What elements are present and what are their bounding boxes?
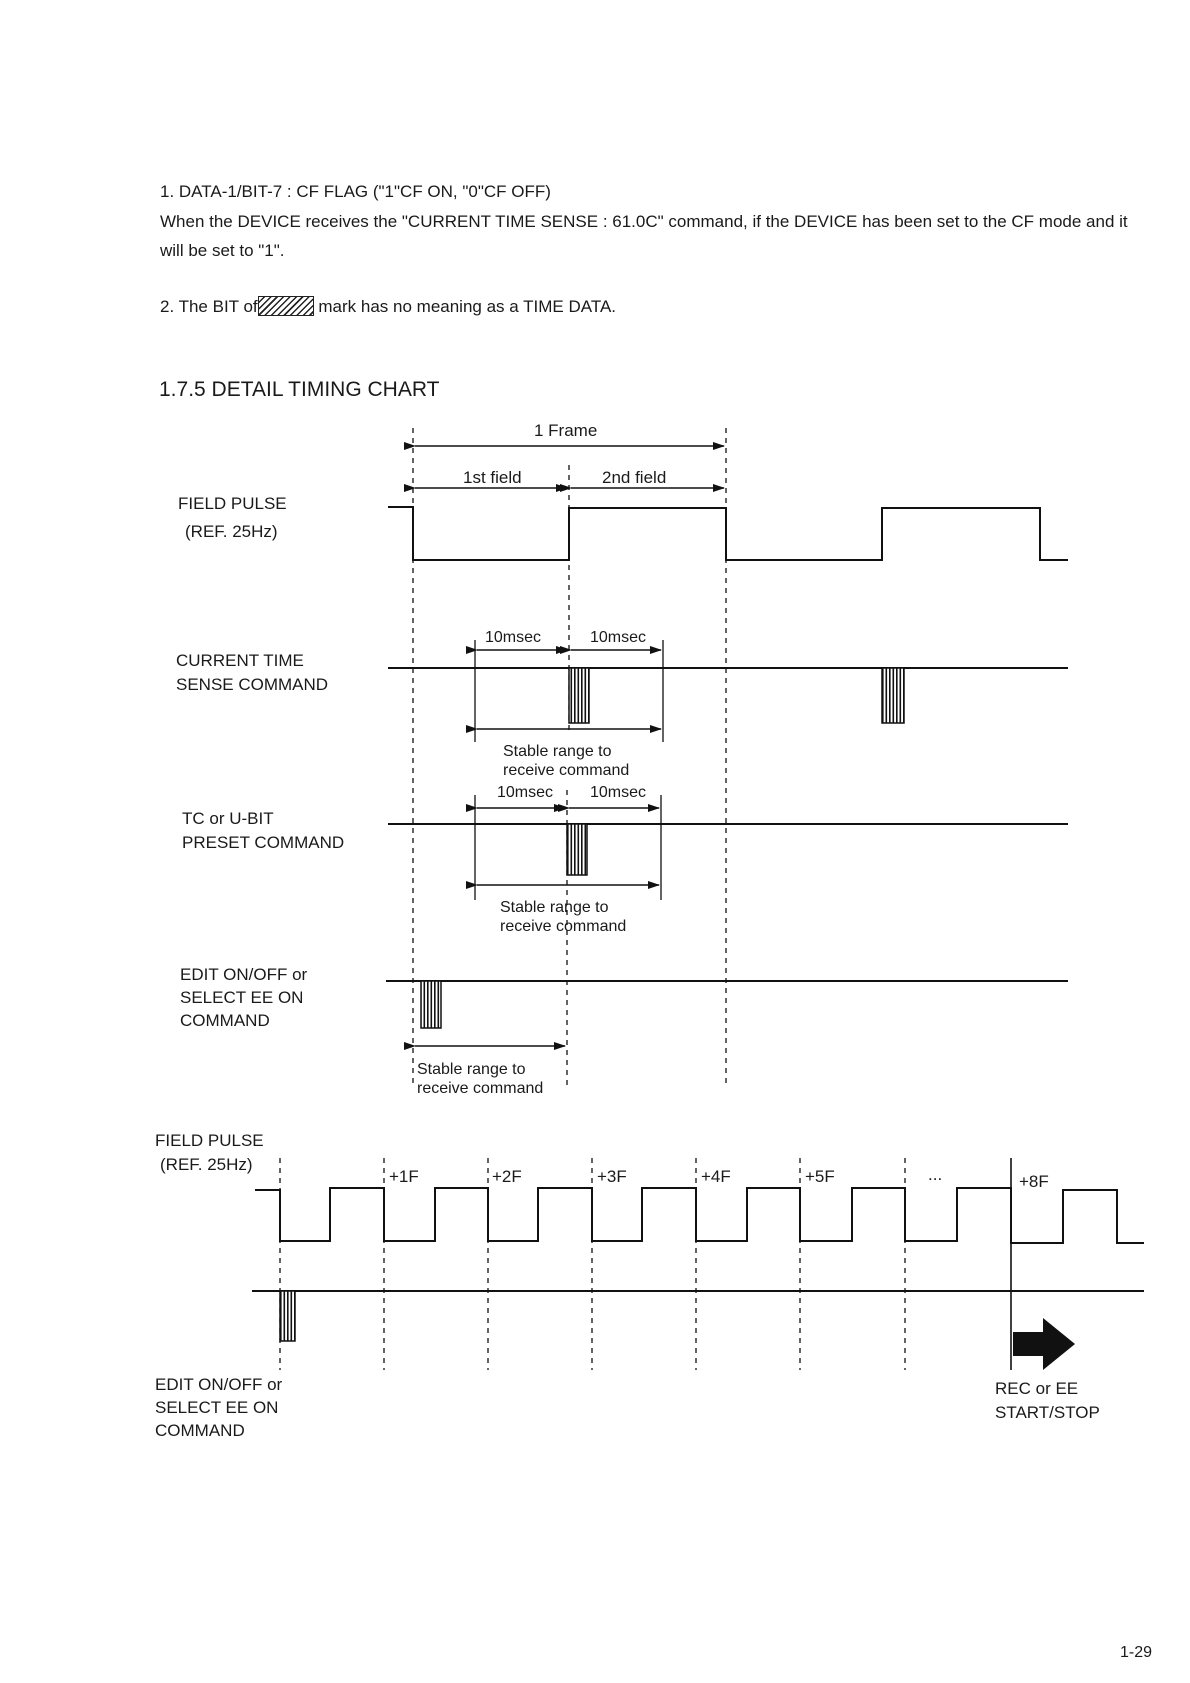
edit-pulse [420,980,442,1029]
frame-label-ellipsis: ... [928,1165,942,1184]
big-right-arrow-icon [1013,1318,1075,1370]
frame-label-1f: +1F [389,1167,419,1186]
note-2-pre: 2. The BIT of [160,297,258,316]
cts-msec-2: 10msec [590,629,646,646]
frame-label-4f: +4F [701,1167,731,1186]
note-2: 2. The BIT of mark has no meaning as a T… [160,296,616,317]
note-1-title: 1. DATA-1/BIT-7 : CF FLAG ("1"CF ON, "0"… [160,182,551,201]
tc-pulse [566,823,588,876]
rec-label-1: REC or EE [995,1379,1078,1398]
hatch-mark-icon [257,296,314,316]
page-number: 1-29 [1119,1644,1152,1661]
cts-pulse [568,667,590,724]
c2-edit-label-3: COMMAND [155,1421,245,1440]
edit-label-2: SELECT EE ON [180,988,303,1007]
c2-edit-label-1: EDIT ON/OFF or [155,1375,283,1394]
tc-msec-1: 10msec [497,784,553,801]
field-pulse-waveform-2 [255,1187,1144,1244]
tc-msec-2: 10msec [590,784,646,801]
tc-label-2: PRESET COMMAND [182,833,344,852]
note-1-body: When the DEVICE receives the "CURRENT TI… [160,212,1128,260]
rec-label-2: START/STOP [995,1403,1100,1422]
section-title: 1.7.5 DETAIL TIMING CHART [159,378,440,401]
field-pulse-waveform-1 [388,506,1068,561]
frame-label-3f: +3F [597,1167,627,1186]
tc-stable-2: receive command [500,918,626,935]
frame-label-2f: +2F [492,1167,522,1186]
field2-label: 2nd field [602,468,666,487]
edit-label-3: COMMAND [180,1011,270,1030]
note-2-post: mark has no meaning as a TIME DATA. [318,297,617,316]
frame-label: 1 Frame [534,421,597,440]
c2-edit-pulse [279,1290,296,1342]
field-pulse-label-1: FIELD PULSE [178,494,287,513]
cts-pulse-next [881,667,905,724]
field-pulse-label-2: (REF. 25Hz) [185,522,278,541]
frame-label-8f: +8F [1019,1172,1049,1191]
cts-stable-2: receive command [503,762,629,779]
edit-stable-2: receive command [417,1080,543,1097]
cts-label-1: CURRENT TIME [176,651,304,670]
c2-field-pulse-label-1: FIELD PULSE [155,1131,264,1150]
tc-label-1: TC or U-BIT [182,809,274,828]
edit-label-1: EDIT ON/OFF or [180,965,308,984]
tc-stable-1: Stable range to [500,899,609,916]
field1-label: 1st field [463,468,522,487]
frame-label-5f: +5F [805,1167,835,1186]
cts-msec-1: 10msec [485,629,541,646]
edit-stable-1: Stable range to [417,1061,526,1078]
cts-stable-1: Stable range to [503,743,612,760]
cts-label-2: SENSE COMMAND [176,675,328,694]
c2-edit-label-2: SELECT EE ON [155,1398,278,1417]
c2-field-pulse-label-2: (REF. 25Hz) [160,1155,253,1174]
